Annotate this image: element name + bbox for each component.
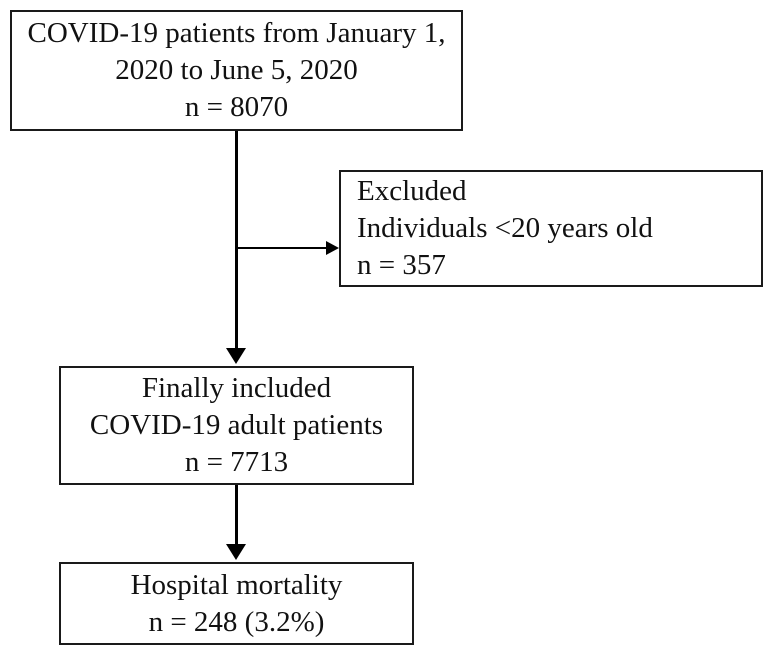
included-box-line2: COVID-19 adult patients xyxy=(89,409,384,441)
mortality-box-count: n = 248 (3.2%) xyxy=(148,605,325,638)
included-box: Finally included COVID-19 adult patients… xyxy=(59,366,414,485)
connector-included-to-mortality xyxy=(235,485,238,545)
arrow-down-icon xyxy=(226,544,246,560)
included-box-line1: Finally included xyxy=(141,372,332,404)
arrow-down-icon xyxy=(226,348,246,364)
cohort-box-line1: COVID-19 patients from January 1, xyxy=(27,17,446,49)
arrow-right-icon xyxy=(326,241,339,255)
mortality-box-title: Hospital mortality xyxy=(130,568,343,601)
excluded-box-reason: Individuals <20 years old xyxy=(357,212,653,244)
excluded-box-title: Excluded xyxy=(357,175,467,207)
excluded-box: Excluded Individuals <20 years old n = 3… xyxy=(339,170,763,287)
included-box-count: n = 7713 xyxy=(184,446,289,478)
excluded-box-count: n = 357 xyxy=(357,249,446,281)
cohort-box: COVID-19 patients from January 1, 2020 t… xyxy=(10,10,463,131)
cohort-box-line2: 2020 to June 5, 2020 xyxy=(115,54,358,86)
connector-cohort-to-included xyxy=(235,131,238,349)
mortality-box: Hospital mortality n = 248 (3.2%) xyxy=(59,562,414,645)
connector-to-excluded xyxy=(237,247,327,249)
cohort-box-count: n = 8070 xyxy=(184,91,289,123)
